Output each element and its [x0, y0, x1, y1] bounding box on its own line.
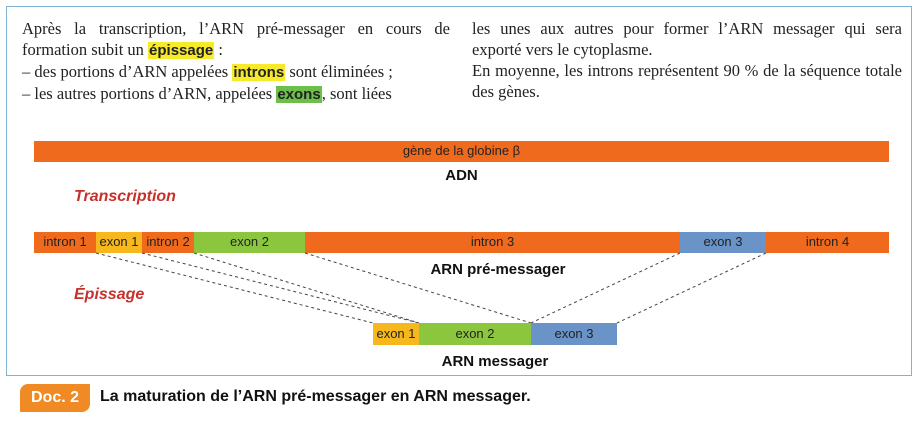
pre-mrna-label: ARN pré-messager [430, 261, 566, 278]
transcription-label: Transcription [74, 188, 176, 205]
pre-mrna-exon-1: exon 1 [96, 232, 142, 253]
connector-exon2-right [304, 252, 532, 324]
text-exons-suffix: , sont liées [321, 84, 392, 103]
text-colon: : [214, 40, 223, 59]
paragraph-exons: – les autres portions d’ARN, appelées ex… [22, 83, 450, 105]
pre-mrna-intron-2: intron 2 [142, 232, 194, 253]
paragraph-intro: Après la transcription, l’ARN pré-messag… [22, 18, 450, 61]
connector-exon1-right [141, 252, 420, 324]
gene-bar: gène de la globine β [34, 141, 889, 162]
highlight-introns: introns [232, 64, 286, 81]
connector-exon3-left [530, 252, 681, 324]
paragraph-introns: – des portions d’ARN appelées introns so… [22, 61, 450, 83]
mrna-exon-2: exon 2 [419, 323, 531, 345]
paragraph-export: les unes aux autres pour former l’ARN me… [472, 19, 902, 59]
mrna-exon-3: exon 3 [531, 323, 617, 345]
pre-mrna-intron-3: intron 3 [305, 232, 680, 253]
text-introns-prefix: – des portions d’ARN appelées [22, 62, 233, 81]
epissage-label: Épissage [74, 286, 145, 303]
mrna-exon-1: exon 1 [373, 323, 419, 345]
highlight-epissage: épissage [148, 42, 215, 59]
text-column-left: Après la transcription, l’ARN pré-messag… [22, 18, 450, 105]
connector-exon2-left [193, 252, 420, 324]
pre-mrna-intron-4: intron 4 [766, 232, 889, 253]
document-frame [6, 6, 912, 376]
text-introns-suffix: sont éliminées ; [285, 62, 393, 81]
text-intro: Après la transcription, l’ARN pré-messag… [22, 19, 450, 59]
doc-badge: Doc. 2 [20, 384, 90, 412]
pre-mrna-exon-2: exon 2 [194, 232, 305, 253]
connector-exon1-left [95, 252, 374, 324]
text-column-right: les unes aux autres pour former l’ARN me… [472, 18, 902, 102]
text-exons-prefix: – les autres portions d’ARN, appelées [22, 84, 277, 103]
adn-label: ADN [445, 167, 478, 184]
pre-mrna-intron-1: intron 1 [34, 232, 96, 253]
figure-caption: La maturation de l’ARN pré-messager en A… [100, 388, 531, 405]
connector-exon3-right [616, 252, 767, 324]
paragraph-percentage: En moyenne, les introns représentent 90 … [472, 61, 902, 101]
mrna-label: ARN messager [441, 353, 549, 370]
highlight-exons: exons [276, 86, 322, 103]
pre-mrna-exon-3: exon 3 [680, 232, 766, 253]
